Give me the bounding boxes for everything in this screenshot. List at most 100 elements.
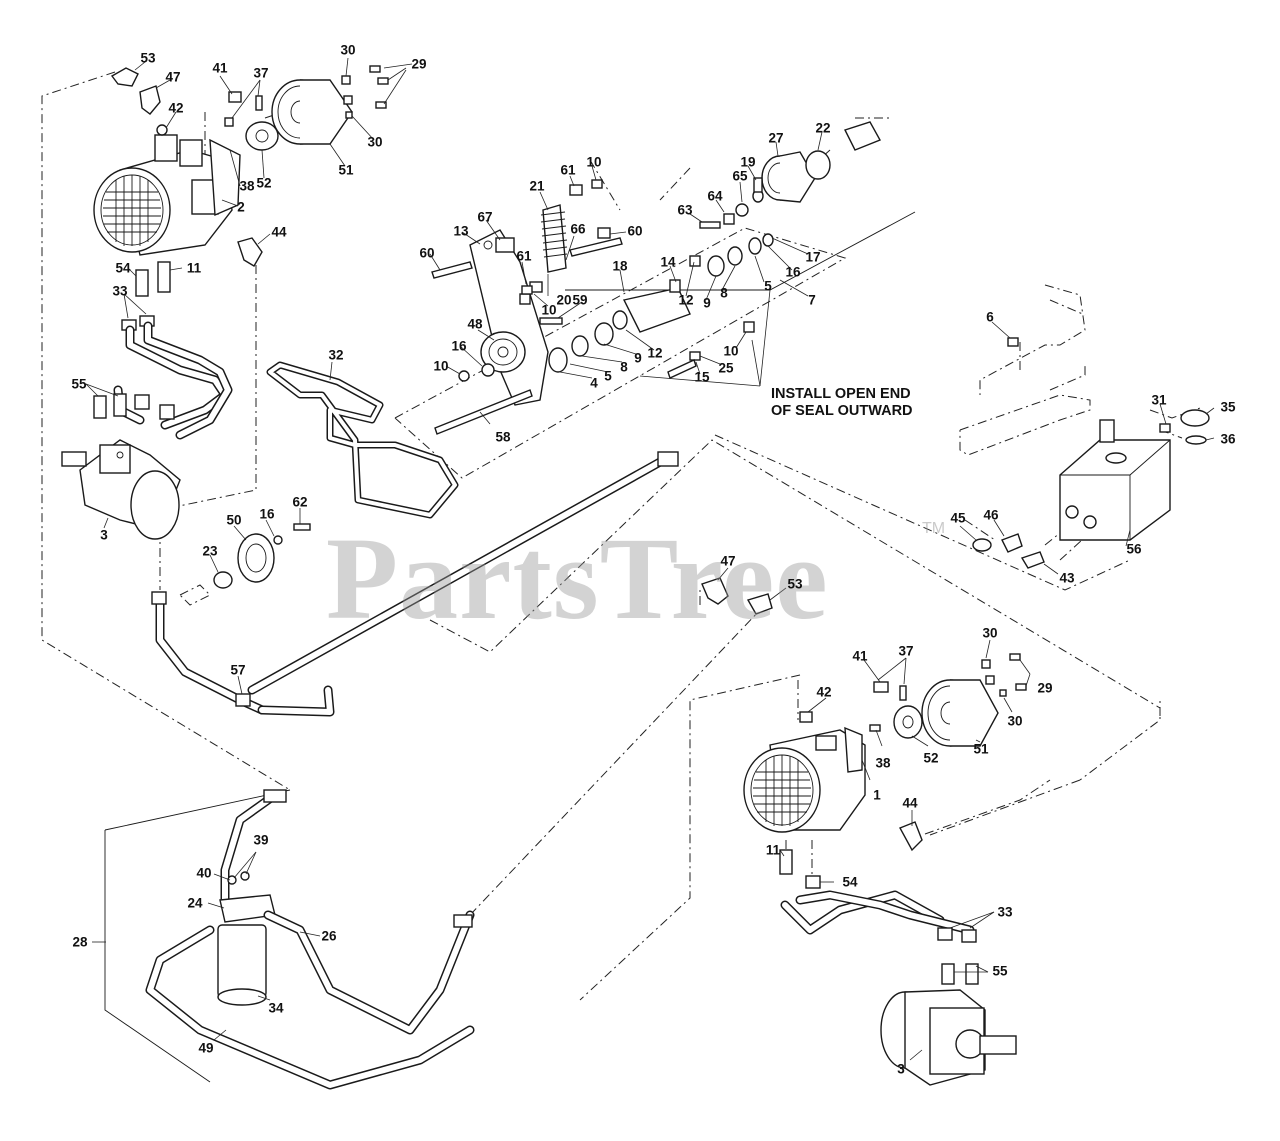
- callout-15: 15: [694, 369, 710, 385]
- callout-52: 52: [256, 175, 272, 191]
- upper-left-pump: [93, 67, 263, 297]
- callout-8: 8: [720, 285, 728, 301]
- callout-63: 63: [677, 202, 693, 218]
- callout-5: 5: [604, 368, 612, 384]
- callout-51: 51: [973, 741, 989, 757]
- callout-24: 24: [187, 895, 203, 911]
- callout-11: 11: [186, 260, 202, 276]
- callout-61: 61: [516, 248, 532, 264]
- callout-3: 3: [100, 527, 108, 543]
- callout-55: 55: [71, 376, 87, 392]
- callout-54: 54: [115, 260, 131, 276]
- hydraulic-tank: [1059, 409, 1210, 541]
- callout-6: 6: [986, 309, 994, 325]
- callout-23: 23: [202, 543, 218, 559]
- callout-19: 19: [740, 154, 756, 170]
- callout-44: 44: [271, 224, 287, 240]
- callout-39: 39: [253, 832, 269, 848]
- tank-bracket: [959, 284, 1091, 456]
- callout-28: 28: [72, 934, 88, 950]
- upper-left-hoses: [93, 315, 233, 440]
- callout-52: 52: [923, 750, 939, 766]
- tank-fittings: [972, 533, 1045, 569]
- callout-33: 33: [997, 904, 1013, 920]
- callout-53: 53: [787, 576, 803, 592]
- callout-20: 20: [556, 292, 572, 308]
- callout-45: 45: [950, 510, 966, 526]
- callout-30: 30: [1007, 713, 1023, 729]
- upper-left-motor: [61, 439, 181, 540]
- callout-32: 32: [328, 347, 344, 363]
- callout-1: 1: [873, 787, 881, 803]
- callout-10: 10: [541, 302, 557, 318]
- callout-50: 50: [226, 512, 242, 528]
- callout-12: 12: [678, 292, 694, 308]
- callout-64: 64: [707, 188, 723, 204]
- callout-56: 56: [1126, 541, 1142, 557]
- callout-10: 10: [586, 154, 602, 170]
- callout-60: 60: [627, 223, 643, 239]
- callout-16: 16: [785, 264, 801, 280]
- callout-55: 55: [992, 963, 1008, 979]
- callout-22: 22: [815, 120, 831, 136]
- upper-left-pulley: [224, 65, 389, 151]
- callout-37: 37: [898, 643, 914, 659]
- callout-46: 46: [983, 507, 999, 523]
- lower-right-pump: [743, 711, 923, 852]
- callout-10: 10: [723, 343, 739, 359]
- callout-25: 25: [718, 360, 734, 376]
- lower-right-motor: [880, 989, 1017, 1086]
- hydraulic-lines: [151, 451, 679, 717]
- callout-47: 47: [720, 553, 736, 569]
- callout-51: 51: [338, 162, 354, 178]
- callout-44: 44: [902, 795, 918, 811]
- callout-36: 36: [1220, 431, 1236, 447]
- callout-59: 59: [572, 292, 588, 308]
- callout-16: 16: [259, 506, 275, 522]
- callout-33: 33: [112, 283, 128, 299]
- callout-13: 13: [453, 223, 469, 239]
- callout-61: 61: [560, 162, 576, 178]
- callout-35: 35: [1220, 399, 1236, 415]
- callout-40: 40: [196, 865, 212, 881]
- callout-57: 57: [230, 662, 246, 678]
- callout-2: 2: [237, 199, 245, 215]
- idler-bracket: [431, 179, 774, 435]
- callout-7: 7: [808, 292, 816, 308]
- callout-41: 41: [852, 648, 868, 664]
- callout-41: 41: [212, 60, 228, 76]
- lower-right-pulley: [869, 653, 1027, 747]
- callout-5: 5: [764, 278, 772, 294]
- callout-30: 30: [367, 134, 383, 150]
- callout-42: 42: [168, 100, 184, 116]
- install-note: INSTALL OPEN END OF SEAL OUTWARD: [771, 386, 913, 420]
- callout-26: 26: [321, 928, 337, 944]
- callout-12: 12: [647, 345, 663, 361]
- lower-right-hoses: [779, 849, 979, 985]
- callout-38: 38: [875, 755, 891, 771]
- install-note-line-2: OF SEAL OUTWARD: [771, 403, 913, 419]
- callout-38: 38: [239, 178, 255, 194]
- callout-47: 47: [165, 69, 181, 85]
- callout-18: 18: [612, 258, 628, 274]
- callout-27: 27: [768, 130, 784, 146]
- callout-37: 37: [253, 65, 269, 81]
- callout-48: 48: [467, 316, 483, 332]
- callout-9: 9: [703, 295, 711, 311]
- watermark-text: PartsTree: [326, 513, 829, 644]
- callout-34: 34: [268, 1000, 284, 1016]
- callout-29: 29: [411, 56, 427, 72]
- lower-middle-fittings: [701, 577, 773, 615]
- callout-16: 16: [451, 338, 467, 354]
- callout-49: 49: [198, 1040, 214, 1056]
- callout-10: 10: [433, 358, 449, 374]
- idler-pulley-50: [179, 523, 311, 606]
- callout-21: 21: [529, 178, 545, 194]
- callout-14: 14: [660, 254, 676, 270]
- leader-lines: [85, 57, 1215, 1061]
- drive-belt: [266, 361, 459, 519]
- install-note-line-1: INSTALL OPEN END: [771, 386, 911, 402]
- callout-60: 60: [419, 245, 435, 261]
